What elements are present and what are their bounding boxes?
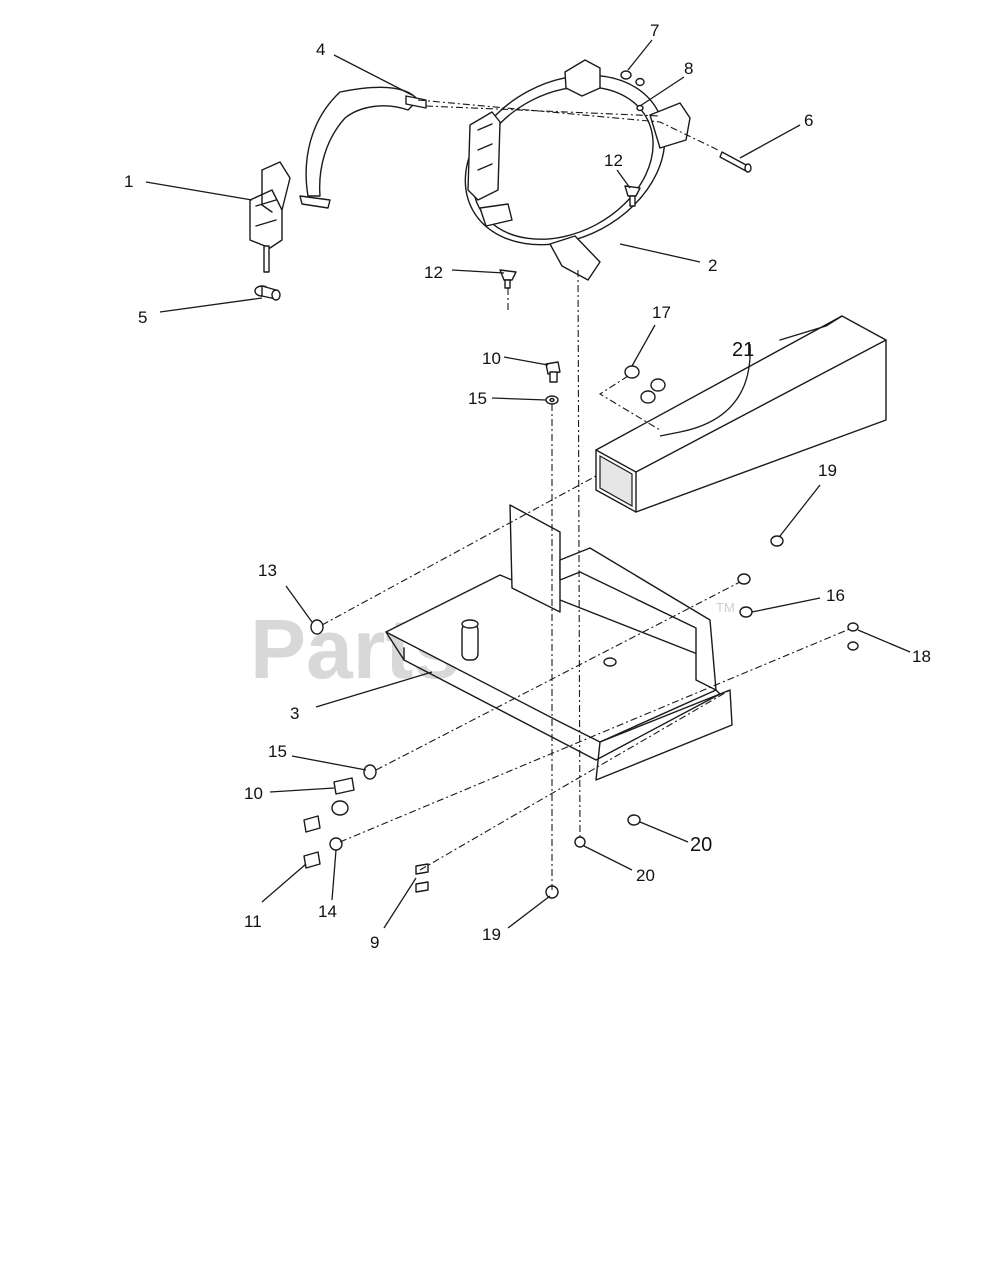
part-10-bolt-upper[interactable] bbox=[545, 361, 561, 383]
assembly-centerlines bbox=[321, 99, 853, 890]
part-1-latch-bracket[interactable] bbox=[249, 161, 291, 273]
callout-10-lower[interactable]: 10 bbox=[244, 784, 263, 803]
part-21-cross-member[interactable] bbox=[595, 315, 887, 513]
part-15-washer-upper[interactable] bbox=[545, 395, 559, 405]
callout-12-upper[interactable]: 12 bbox=[604, 151, 623, 170]
callout-3[interactable]: 3 bbox=[290, 704, 299, 723]
part-2-tank-strap[interactable] bbox=[436, 42, 695, 281]
part-4-half-strap[interactable] bbox=[299, 86, 427, 209]
part-14-washer[interactable] bbox=[329, 837, 343, 851]
part-5-pin[interactable] bbox=[254, 285, 281, 301]
callout-7[interactable]: 7 bbox=[650, 21, 659, 40]
callout-19-upper[interactable]: 19 bbox=[818, 461, 837, 480]
part-bolt-head-lower[interactable] bbox=[303, 800, 349, 833]
callout-21[interactable]: 21 bbox=[732, 339, 754, 361]
callout-15-upper[interactable]: 15 bbox=[468, 389, 487, 408]
callout-labels: 1 2 3 4 5 6 7 8 9 10 10 11 12 12 13 14 1… bbox=[124, 21, 931, 952]
callout-18[interactable]: 18 bbox=[912, 647, 931, 666]
callout-16[interactable]: 16 bbox=[826, 586, 845, 605]
callout-15-lower[interactable]: 15 bbox=[268, 742, 287, 761]
callout-20-right[interactable]: 20 bbox=[690, 834, 712, 856]
part-6-bolt[interactable] bbox=[719, 151, 752, 173]
callout-19-lower[interactable]: 19 bbox=[482, 925, 501, 944]
part-11-bolt[interactable] bbox=[303, 851, 321, 869]
callout-5[interactable]: 5 bbox=[138, 308, 147, 327]
part-8-washer[interactable] bbox=[636, 104, 644, 112]
callout-11[interactable]: 11 bbox=[244, 912, 262, 931]
part-15-washer-lower[interactable] bbox=[363, 764, 377, 780]
part-12-rivet-upper[interactable] bbox=[624, 185, 641, 207]
part-18-nuts[interactable] bbox=[847, 622, 859, 651]
callout-17[interactable]: 17 bbox=[652, 303, 671, 322]
callout-9[interactable]: 9 bbox=[370, 933, 379, 952]
part-3-mounting-tray[interactable] bbox=[385, 504, 733, 781]
callout-2[interactable]: 2 bbox=[708, 256, 717, 275]
callout-12-lower[interactable]: 12 bbox=[424, 263, 443, 282]
callout-14[interactable]: 14 bbox=[318, 902, 337, 921]
callout-13[interactable]: 13 bbox=[258, 561, 277, 580]
callout-20-lower[interactable]: 20 bbox=[636, 866, 655, 885]
callout-8[interactable]: 8 bbox=[684, 59, 693, 78]
part-9-screws[interactable] bbox=[415, 863, 429, 893]
part-7-nut[interactable] bbox=[620, 70, 645, 87]
part-19-nut-upper[interactable] bbox=[737, 535, 784, 585]
watermark-tm: TM bbox=[716, 600, 735, 615]
callout-1[interactable]: 1 bbox=[124, 172, 133, 191]
part-16-nut[interactable] bbox=[739, 606, 753, 618]
callout-leaders bbox=[145, 39, 911, 929]
callout-10-upper[interactable]: 10 bbox=[482, 349, 501, 368]
part-10-bolt-lower[interactable] bbox=[333, 777, 355, 795]
part-17-nuts[interactable] bbox=[624, 365, 666, 404]
callout-6[interactable]: 6 bbox=[804, 111, 813, 130]
callout-4[interactable]: 4 bbox=[316, 40, 325, 59]
part-13-bolt[interactable] bbox=[310, 619, 324, 635]
part-20-nuts[interactable] bbox=[574, 814, 641, 848]
